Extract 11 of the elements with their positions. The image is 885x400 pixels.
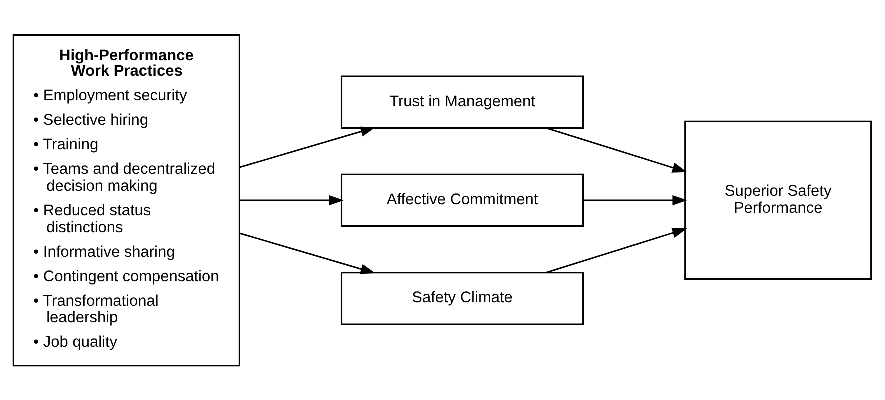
node-box: Safety Climate [340, 272, 584, 325]
arrow [240, 232, 376, 274]
node-box: Superior Safety Performance [684, 120, 872, 280]
arrow [584, 194, 688, 206]
node-box: High-Performance Work Practices • Employment security • Selective hiring • Training • Teams and decentralized decision making • Reduced status distinctions • Informative sharing • Contingent compensation • Transformational leadership • Job quality [12, 34, 240, 366]
arrow [240, 126, 376, 168]
arrow [546, 228, 688, 273]
arrow [546, 127, 688, 172]
node-box: Affective Commitment [340, 173, 584, 227]
node-box: Trust in Management [340, 75, 584, 128]
arrow [240, 194, 344, 206]
